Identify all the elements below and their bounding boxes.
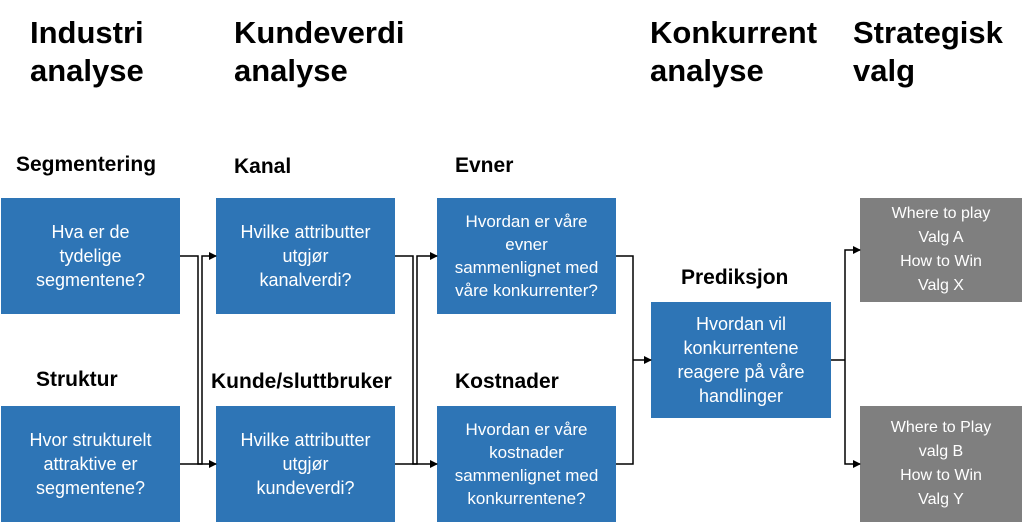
box-struktur: Hvor strukturelt attraktive er segmenten… (1, 406, 180, 522)
box-evner: Hvordan er våre evner sammenlignet med v… (437, 198, 616, 314)
label-evner: Evner (455, 154, 514, 177)
connector-kunde-out (395, 252, 438, 465)
box-kostnader: Hvordan er våre kostnader sammenlignet m… (437, 406, 616, 522)
header-konkurrent-analyse: Konkurrent analyse (650, 15, 818, 88)
label-struktur: Struktur (36, 368, 118, 391)
box-prediksjon: Hvordan vil konkurrentene reagere på vår… (651, 302, 831, 418)
connector-struk-out (180, 252, 217, 465)
header-industri-analyse: Industri analyse (30, 15, 144, 88)
connector-evner-out (616, 255, 634, 465)
header-strategisk-valg: Strategisk valg (853, 15, 1003, 88)
label-kostnader: Kostnader (455, 370, 559, 393)
box-kundeverdi: Hvilke attributter utgjør kundeverdi? (216, 406, 395, 522)
label-kunde-sluttbruker: Kunde/sluttbruker (211, 370, 392, 393)
label-segmentering: Segmentering (16, 153, 157, 176)
label-kanal: Kanal (234, 155, 292, 178)
connector-kanal-out (395, 255, 438, 468)
box-segmentering: Hva er de tydelige segmentene? (1, 198, 180, 314)
connector-seg-out (180, 255, 217, 468)
header-kundeverdi-analyse: Kundeverdi analyse (234, 15, 405, 88)
box-valg-b: Where to Play valg B How to Win Valg Y (860, 406, 1022, 522)
connector-to-valg-b (844, 360, 861, 468)
connector-to-valg-a (844, 246, 861, 360)
box-valg-a: Where to play Valg A How to Win Valg X (860, 198, 1022, 302)
label-prediksjon: Prediksjon (681, 266, 789, 289)
box-kanal: Hvilke attributter utgjør kanalverdi? (216, 198, 395, 314)
